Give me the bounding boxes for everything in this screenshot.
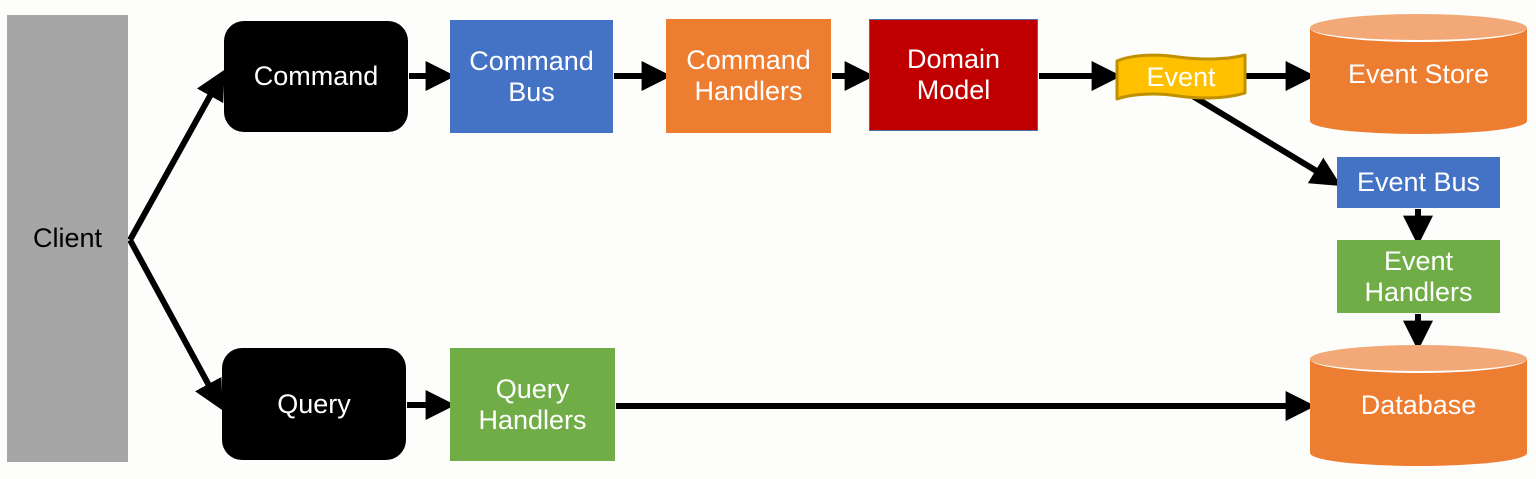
arrow-client-to-query — [127, 238, 223, 411]
node-command-label: Command — [253, 61, 379, 92]
node-query-label: Query — [277, 388, 351, 419]
node-command-bus-label: Command Bus — [469, 45, 594, 107]
node-client-label: Client — [32, 223, 103, 254]
node-client[interactable]: Client — [7, 15, 128, 462]
node-event-handlers-label: Event Handlers — [1364, 245, 1473, 307]
node-query-handlers-label: Query Handlers — [478, 373, 587, 435]
node-query[interactable]: Query — [222, 348, 406, 460]
node-event[interactable]: Event — [1114, 52, 1248, 102]
node-command-handlers[interactable]: Command Handlers — [666, 19, 831, 133]
node-event-bus[interactable]: Event Bus — [1337, 157, 1500, 208]
node-domain-model-label: Domain Model — [906, 44, 1001, 105]
node-domain-model[interactable]: Domain Model — [869, 19, 1038, 131]
node-database-label: Database — [1360, 390, 1477, 420]
event-store-cylinder-top — [1310, 14, 1527, 42]
node-event-bus-label: Event Bus — [1356, 167, 1481, 198]
node-event-store[interactable]: Event Store — [1310, 14, 1527, 134]
node-command-handlers-label: Command Handlers — [686, 45, 811, 106]
event-store-cylinder-body — [1310, 28, 1527, 121]
arrow-client-to-command — [127, 69, 225, 242]
node-event-store-label: Event Store — [1347, 58, 1490, 89]
arrow-event-to-event-bus — [1184, 89, 1342, 186]
node-command-bus[interactable]: Command Bus — [450, 20, 613, 133]
event-wave-shape — [1115, 53, 1247, 101]
node-database[interactable]: Database — [1310, 345, 1527, 466]
node-event-label: Event — [1146, 61, 1216, 92]
node-command[interactable]: Command — [224, 21, 408, 132]
database-cylinder-body — [1310, 359, 1527, 453]
node-query-handlers[interactable]: Query Handlers — [450, 348, 615, 461]
node-event-handlers[interactable]: Event Handlers — [1337, 240, 1500, 313]
